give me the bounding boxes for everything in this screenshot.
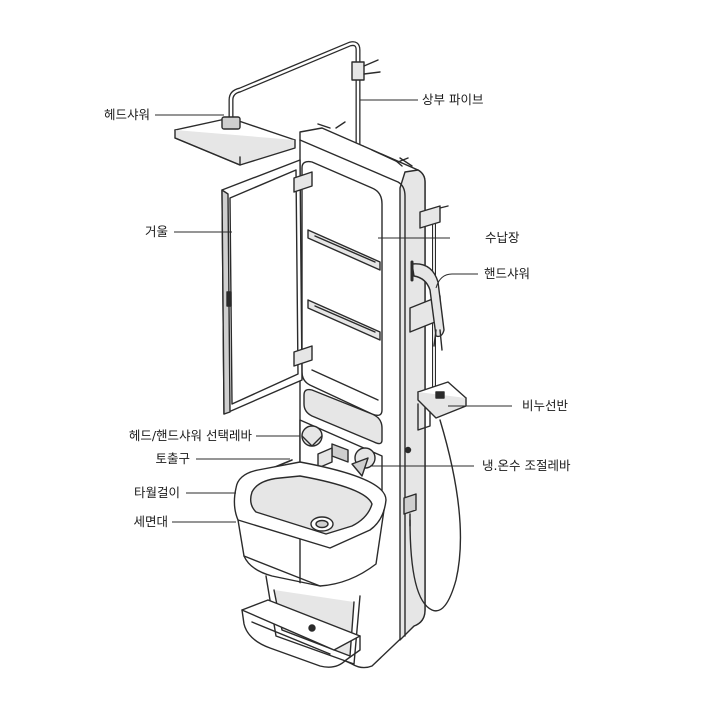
label-mirror: 거울 (144, 224, 168, 239)
overhead-pipe (228, 41, 381, 157)
label-soap-shelf: 비누선반 (522, 398, 569, 413)
hand-shower (410, 260, 445, 351)
label-selector-lever: 헤드/핸드샤워 선택레바 (128, 428, 252, 443)
label-storage: 수납장 (485, 230, 520, 245)
shower-hose (403, 419, 462, 612)
label-towel-bar: 타월걸이 (133, 485, 180, 500)
basin (233, 461, 387, 587)
label-basin: 세면대 (133, 514, 168, 529)
head-shower (174, 116, 296, 166)
lower-tray (241, 599, 361, 668)
label-head-shower: 헤드샤워 (103, 107, 150, 122)
soap-shelf (417, 381, 467, 431)
label-spout: 토출구 (155, 451, 190, 466)
mirror-door (221, 159, 313, 415)
label-upper-pipe: 상부 파이브 (422, 92, 484, 107)
label-temp-lever: 냉.온수 조절레바 (482, 458, 571, 473)
storage-cavity (301, 160, 383, 445)
leader-lines (155, 99, 512, 523)
label-hand-shower: 핸드샤워 (484, 266, 531, 281)
